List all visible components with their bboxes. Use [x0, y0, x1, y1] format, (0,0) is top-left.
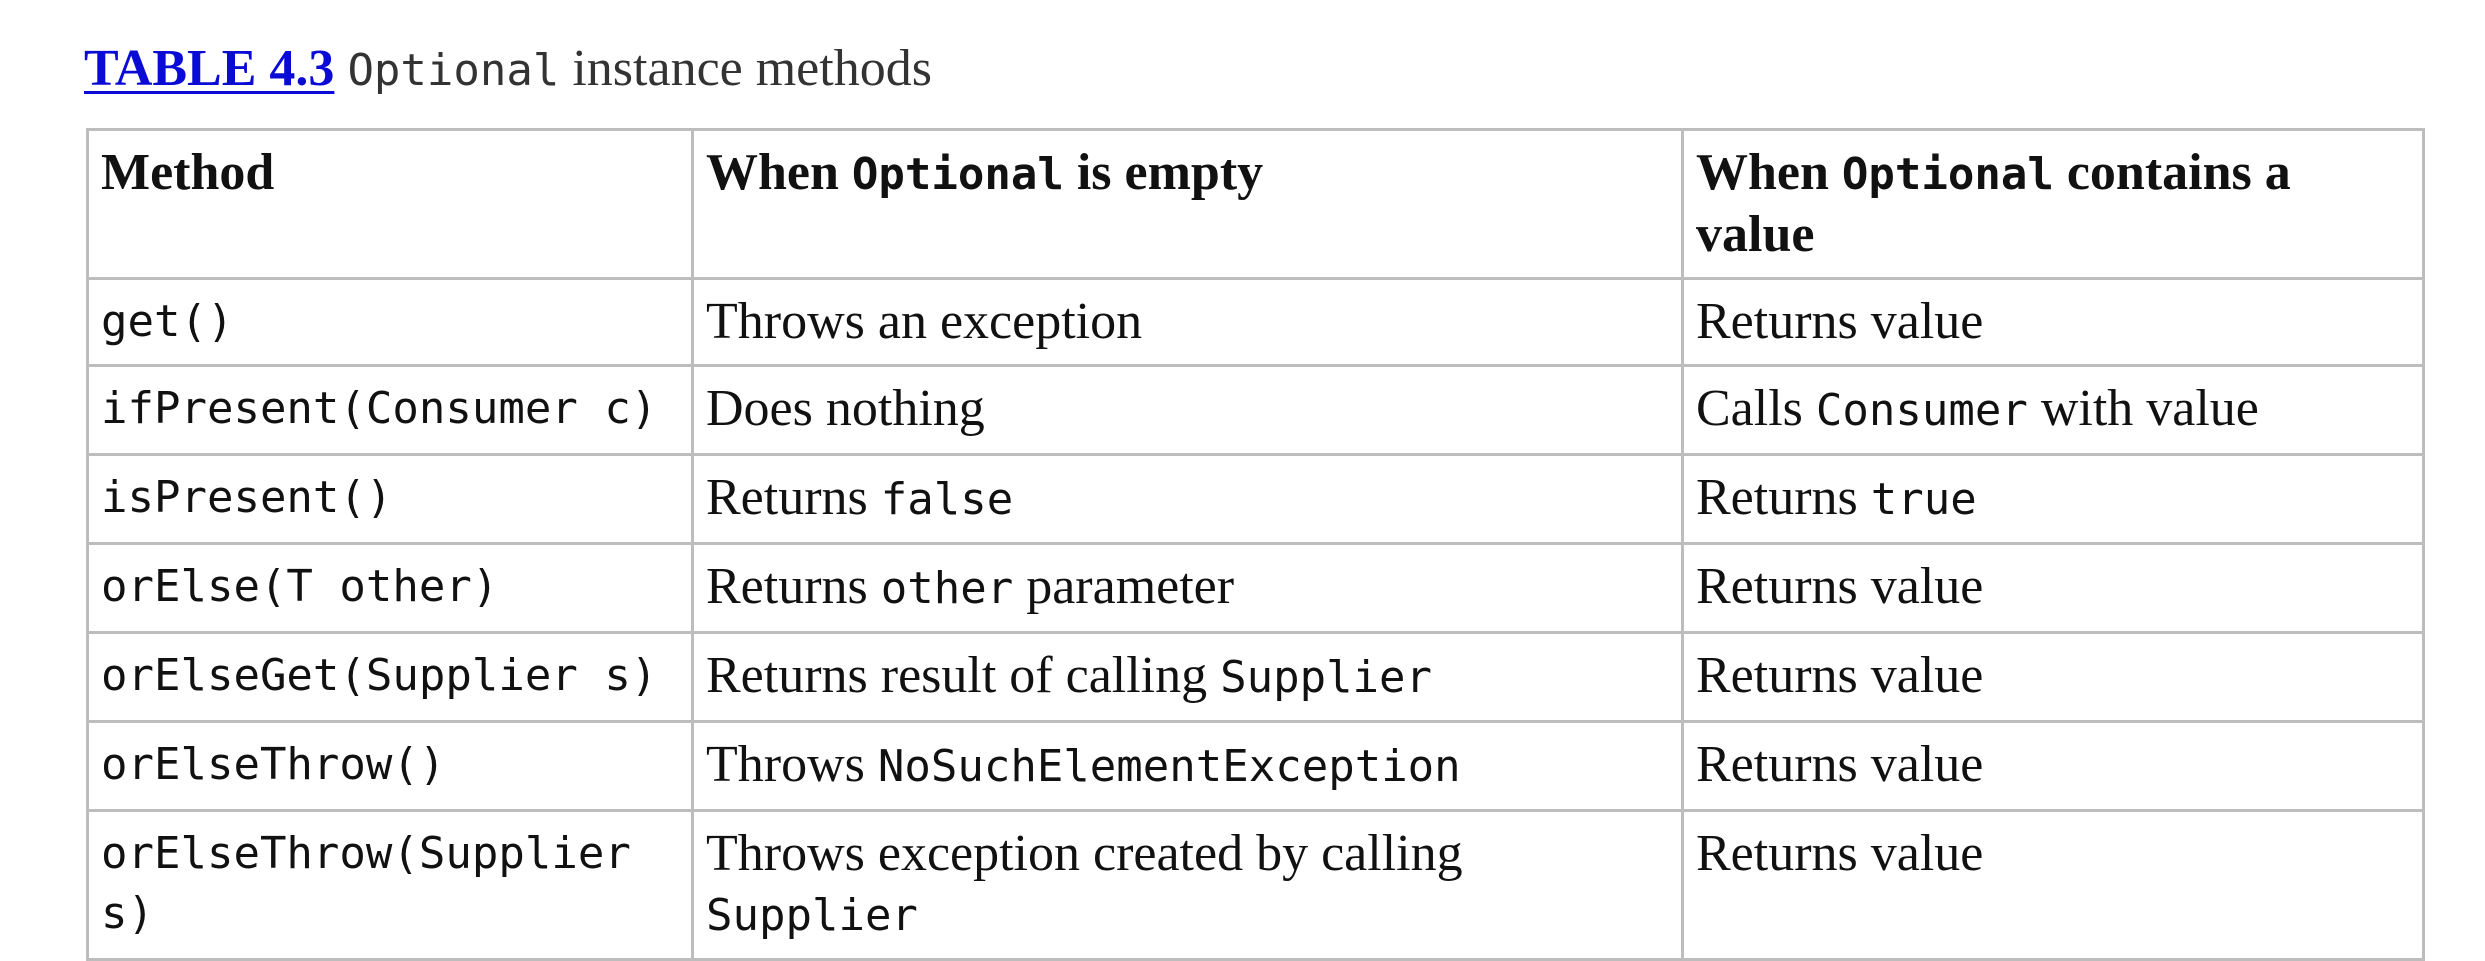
when-empty-cell: Throws NoSuchElementException [691, 720, 1684, 812]
header-method: Method [86, 128, 694, 280]
optional-methods-table: Method When Optional is empty When Optio… [86, 128, 2425, 961]
cell-text: parameter [1013, 558, 1235, 615]
cell-text: Does nothing [706, 380, 985, 437]
when-empty-cell: Does nothing [691, 364, 1684, 456]
method-cell: orElseThrow() [86, 720, 694, 812]
method-signature: orElse(T other) [101, 561, 499, 612]
caption-text: instance methods [559, 40, 932, 97]
header-value-prefix: When [1696, 144, 1842, 201]
caption-code: Optional [347, 45, 560, 96]
cell-text: Returns result of calling [706, 647, 1221, 704]
when-empty-cell: Returns other parameter [691, 542, 1684, 634]
table-row: get() Throws an exception Returns value [86, 277, 2425, 367]
cell-text: Returns [1696, 469, 1871, 526]
when-empty-cell: Returns result of calling Supplier [691, 631, 1684, 723]
when-value-cell: Calls Consumer with value [1681, 364, 2425, 456]
inline-code: Supplier [1220, 652, 1433, 703]
method-signature: orElseThrow() [101, 739, 446, 790]
when-empty-cell: Throws exception created by calling Supp… [691, 809, 1684, 961]
cell-text: Returns value [1696, 558, 1984, 615]
header-empty-code: Optional [851, 149, 1064, 200]
when-value-cell: Returns value [1681, 542, 2425, 634]
inline-code: NoSuchElementException [877, 741, 1461, 792]
table-header-row: Method When Optional is empty When Optio… [86, 128, 2425, 280]
method-signature: ifPresent(Consumer c) [101, 383, 658, 434]
cell-text: with value [2027, 380, 2259, 437]
cell-text: Calls [1696, 380, 1816, 437]
method-signature: isPresent() [101, 472, 393, 523]
cell-text: Returns value [1696, 825, 1984, 882]
header-when-empty: When Optional is empty [691, 128, 1684, 280]
when-value-cell: Returns value [1681, 277, 2425, 367]
inline-code: false [880, 474, 1014, 525]
method-signature: get() [101, 296, 234, 347]
method-signature: orElseThrow(Supplier s) [101, 828, 631, 939]
inline-code: true [1870, 474, 1977, 525]
cell-text: Returns [706, 558, 881, 615]
inline-code: Supplier [706, 890, 918, 941]
cell-text: Returns value [1696, 647, 1984, 704]
cell-text: Returns value [1696, 293, 1984, 350]
cell-text: Returns value [1696, 736, 1984, 793]
header-when-value: When Optional contains a value [1681, 128, 2425, 280]
method-cell: orElseThrow(Supplier s) [86, 809, 694, 961]
table-caption: TABLE 4.3 Optional instance methods [84, 36, 932, 104]
cell-text: Throws exception created by calling [706, 825, 1463, 882]
when-empty-cell: Throws an exception [691, 277, 1684, 367]
header-empty-suffix: is empty [1063, 144, 1264, 201]
method-cell: orElse(T other) [86, 542, 694, 634]
table-row: orElseThrow(Supplier s) Throws exception … [86, 809, 2425, 961]
header-method-label: Method [101, 144, 275, 201]
table-number-link[interactable]: TABLE 4.3 [84, 40, 335, 97]
table-row: orElseGet(Supplier s) Returns result of c… [86, 631, 2425, 723]
method-signature: orElseGet(Supplier s) [101, 650, 658, 701]
when-value-cell: Returns value [1681, 809, 2425, 961]
table-row: orElseThrow() Throws NoSuchElementExcepti… [86, 720, 2425, 812]
table-row: ifPresent(Consumer c) Does nothing Calls C… [86, 364, 2425, 456]
inline-code: Consumer [1815, 385, 2028, 436]
header-empty-prefix: When [706, 144, 852, 201]
header-value-code: Optional [1841, 149, 2054, 200]
when-empty-cell: Returns false [691, 453, 1684, 545]
cell-text: Returns [706, 469, 881, 526]
inline-code: other [880, 563, 1014, 614]
cell-text: Throws [706, 736, 878, 793]
method-cell: orElseGet(Supplier s) [86, 631, 694, 723]
method-cell: ifPresent(Consumer c) [86, 364, 694, 456]
when-value-cell: Returns value [1681, 631, 2425, 723]
cell-text: Throws an exception [706, 293, 1143, 350]
method-cell: isPresent() [86, 453, 694, 545]
method-cell: get() [86, 277, 694, 367]
header-value-suffix: contains a value [1696, 144, 2291, 263]
when-value-cell: Returns value [1681, 720, 2425, 812]
when-value-cell: Returns true [1681, 453, 2425, 545]
